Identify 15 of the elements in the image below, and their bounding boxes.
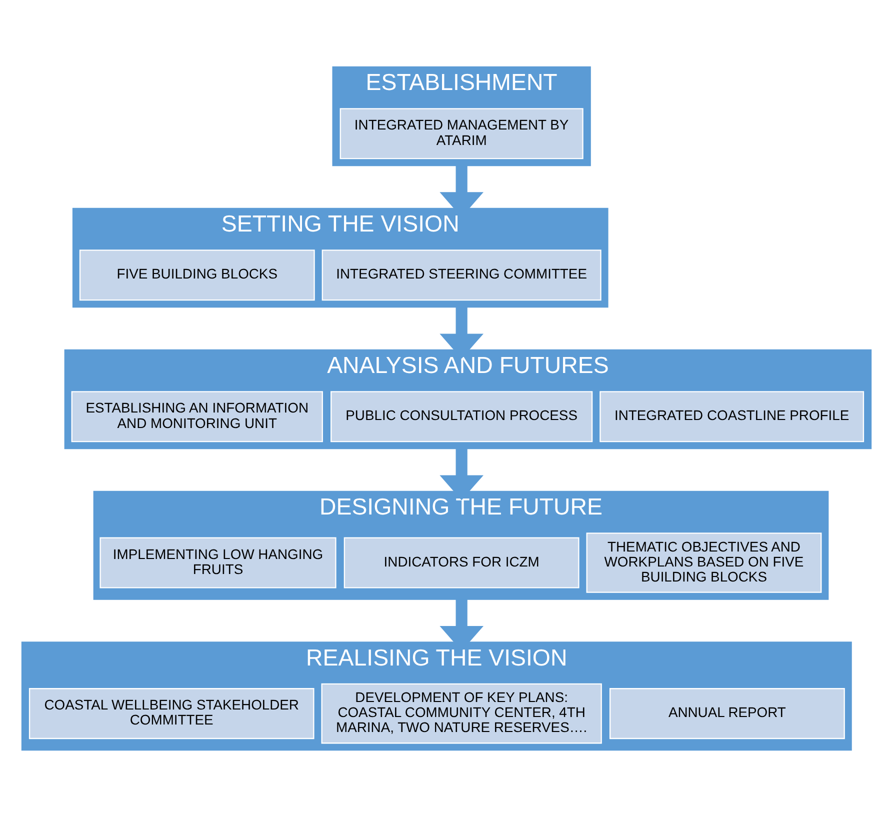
- node-box: INTEGRATED COASTLINE PROFILE: [600, 390, 864, 442]
- node-box: COASTAL WELLBEING STAKEHOLDER COMMITTEE: [28, 688, 314, 739]
- node-box: ANNUAL REPORT: [609, 688, 845, 739]
- arrow: [440, 306, 484, 358]
- node-box: INTEGRATED MANAGEMENT BY ATARIM: [340, 108, 584, 159]
- node-box: THEMATIC OBJECTIVES AND WORKPLANS BASED ON FIVE BUILDING BLOCKS: [586, 532, 822, 592]
- node-box: DEVELOPMENT OF KEY PLANS: COASTAL COMMUNITY CENTER, 4TH MARINA, TWO NATURE RESERVES….: [321, 682, 602, 744]
- arrow: [440, 598, 484, 651]
- arrow: [440, 448, 484, 500]
- node-box: ESTABLISHING AN INFORMATION AND MONITORING UNIT: [71, 390, 323, 442]
- node-box: INTEGRATED STEERING COMMITTEE: [322, 249, 602, 300]
- node-box: FIVE BUILDING BLOCKS: [79, 249, 315, 300]
- node-box: INDICATORS FOR ICZM: [344, 536, 580, 588]
- node-box: IMPLEMENTING LOW HANGING FRUITS: [100, 536, 336, 588]
- node-box: PUBLIC CONSULTATION PROCESS: [330, 390, 593, 442]
